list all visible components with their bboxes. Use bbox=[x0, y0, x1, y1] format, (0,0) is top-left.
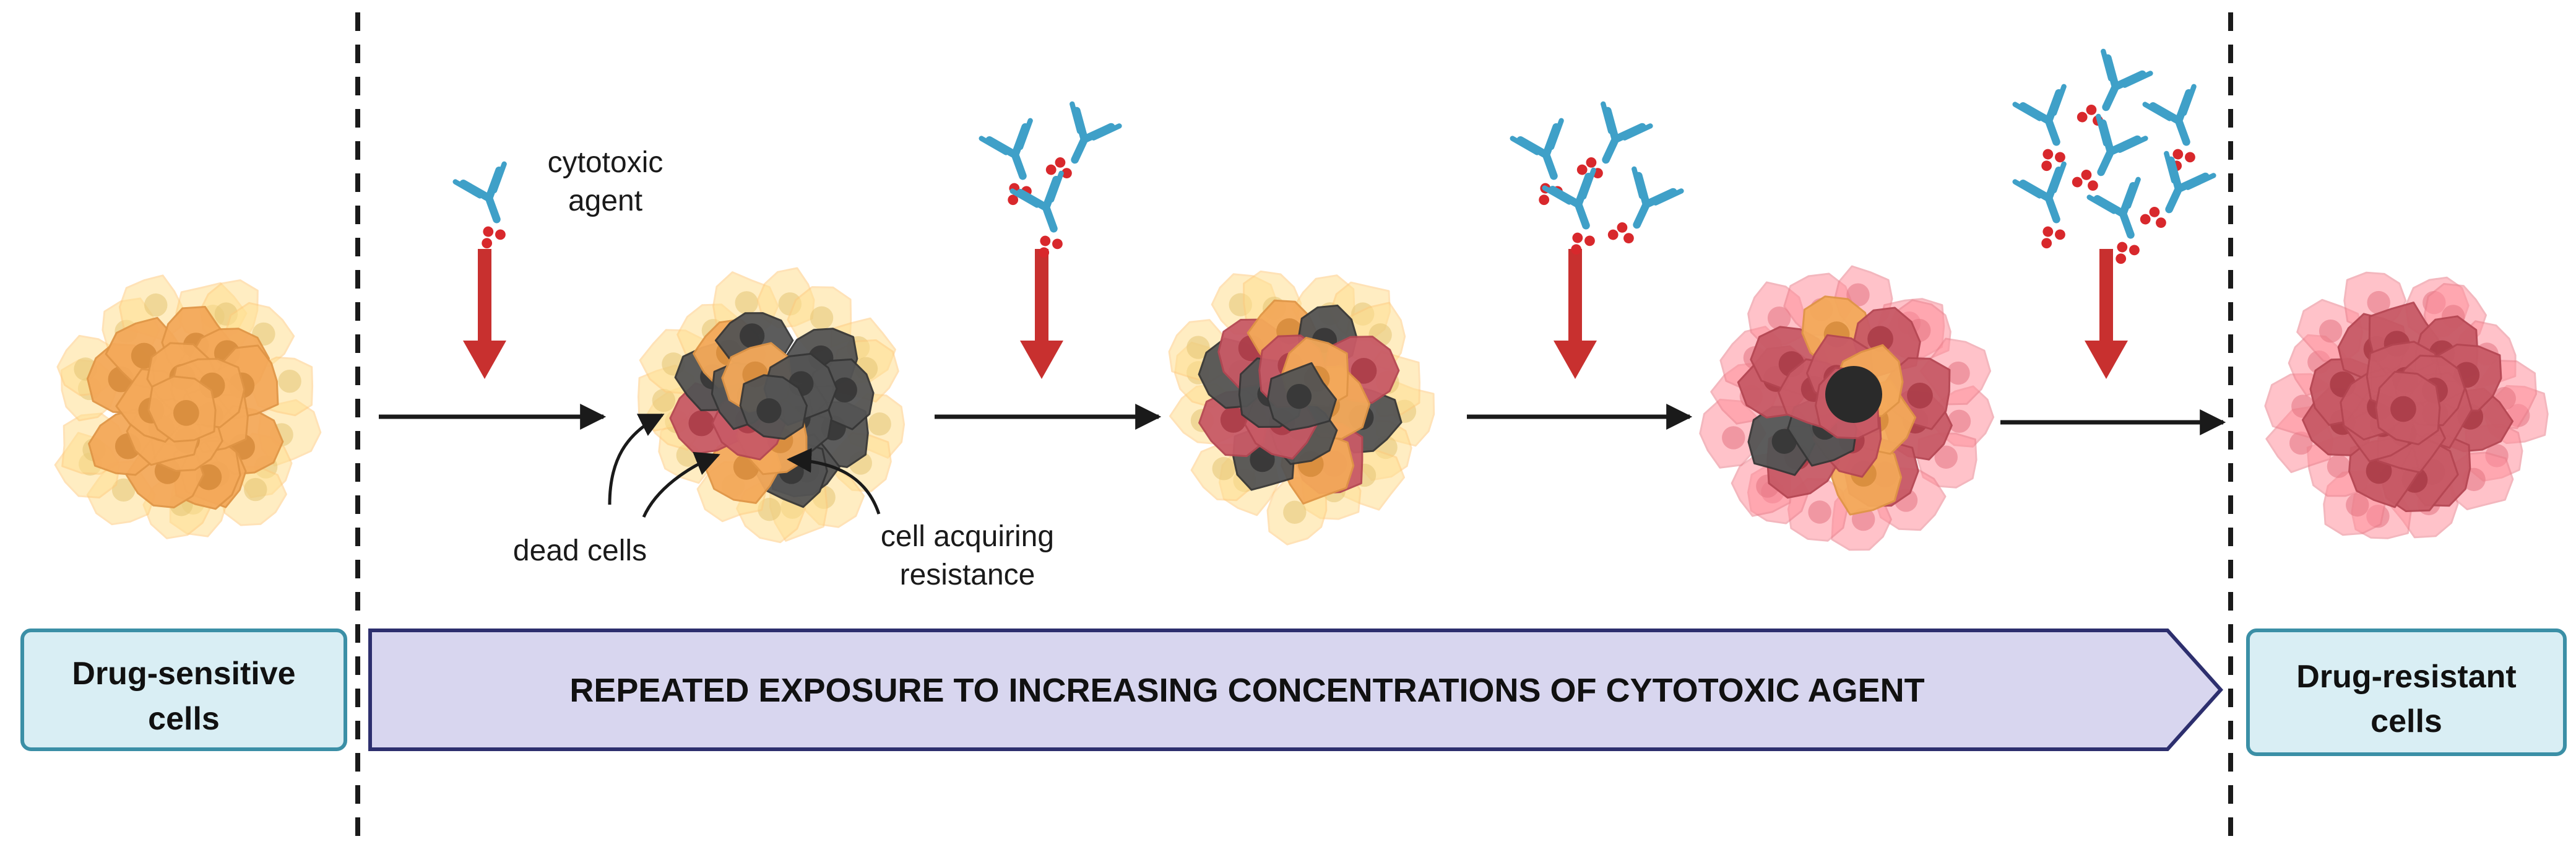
cytotoxic-label-line1: cytotoxic bbox=[548, 146, 663, 179]
exposure-banner-text: REPEATED EXPOSURE TO INCREASING CONCENTR… bbox=[569, 672, 1924, 709]
dead-cells-pointer bbox=[608, 413, 665, 505]
antibody-icon bbox=[2072, 51, 2150, 140]
antibody-icon bbox=[2135, 154, 2213, 242]
antibody-icon bbox=[1603, 169, 1681, 258]
antibody-icon bbox=[456, 164, 530, 251]
drug-sensitive-line2: cells bbox=[148, 701, 220, 737]
cell-cluster-sensitive bbox=[54, 274, 322, 539]
drug-resistant-line1: Drug-resistant bbox=[2296, 659, 2516, 695]
drug-resistant-line2: cells bbox=[2371, 703, 2442, 739]
antibody-icon bbox=[2145, 87, 2219, 174]
cell-clusters bbox=[54, 265, 2549, 551]
cell-cluster-early bbox=[638, 267, 905, 544]
dose-arrow-3 bbox=[1554, 249, 1597, 379]
exposure-banner: REPEATED EXPOSURE TO INCREASING CONCENTR… bbox=[368, 629, 2224, 751]
cell-cluster-late bbox=[1699, 265, 1995, 551]
antibody-icon bbox=[2015, 87, 2090, 174]
drug-sensitive-line1: Drug-sensitive bbox=[72, 656, 295, 692]
dose-arrow-4 bbox=[2085, 249, 2128, 379]
acquiring-label-line2: resistance bbox=[900, 559, 1035, 591]
dead-cells-label: dead cells bbox=[513, 534, 647, 567]
cell-cluster-resistant bbox=[2264, 271, 2549, 539]
dose-arrow-2 bbox=[1020, 249, 1063, 379]
cell-cluster-mid bbox=[1168, 270, 1435, 546]
antibody-icons bbox=[456, 51, 2219, 266]
dead-core bbox=[1825, 366, 1882, 423]
acquiring-label-line1: cell acquiring bbox=[881, 520, 1054, 553]
acquiring-pointer bbox=[787, 448, 881, 515]
drug-resistant-box: Drug-resistant cells bbox=[2246, 629, 2567, 756]
antibody-icon bbox=[1545, 170, 1619, 258]
cytotoxic-label-line2: agent bbox=[568, 185, 642, 217]
dose-arrow-1 bbox=[463, 249, 506, 379]
dead-cells-pointer-2 bbox=[642, 451, 720, 518]
antibody-icon bbox=[1513, 121, 1587, 208]
drug-sensitive-box: Drug-sensitive cells bbox=[20, 629, 347, 751]
antibody-icon bbox=[1013, 173, 1087, 261]
